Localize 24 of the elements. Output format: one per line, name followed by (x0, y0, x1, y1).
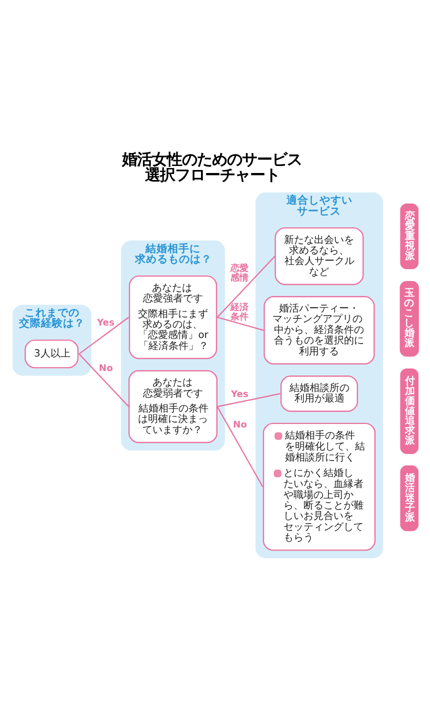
diagram-title: 婚活女性のためのサービス選択フローチャート (122, 150, 302, 184)
connector (216, 255, 276, 318)
edge-label: No (98, 362, 113, 374)
connector (217, 392, 280, 407)
node-box: 婚活パーティー・マッチングアプリの中から、経済条件の合うものを選択的に利用する (264, 296, 375, 364)
connector (78, 316, 130, 354)
connector (78, 353, 130, 407)
node-box: 新たな出会いを求めるなら、社会人サークルなど (274, 226, 364, 285)
node-box: 付加価値追求派 (400, 368, 418, 454)
edge-label: 恋愛感情 (230, 262, 249, 283)
node-box: 恋愛重視派 (400, 203, 418, 269)
edge-label: Yes (231, 388, 248, 400)
node-box: 婚活迷子派 (400, 464, 418, 531)
node-box: 結婚相手の条件を明確化して、結婚相談所に行く とにかく結婚したいなら、血縁者や職場の上司から、断ることが難しいお見合いをセッティングしてもらう (262, 422, 376, 550)
node-box: 玉のこし婚派 (400, 280, 419, 356)
connector (216, 406, 264, 487)
node-box: あなたは恋愛弱者です 結婚相手の条件は明確に決まっていますか？ (128, 370, 218, 443)
node-box: 結婚相談所の利用が最適 (280, 374, 358, 412)
edge-label: 経済条件 (230, 302, 249, 322)
connector (217, 316, 264, 330)
node-box: 3人以上 (24, 339, 79, 368)
edge-label: Yes (97, 316, 114, 328)
node-box: あなたは恋愛強者です 交際相手にまず求めるのは、「恋愛感情」or「経済条件」？ (128, 274, 218, 359)
edge-label: No (232, 419, 247, 430)
